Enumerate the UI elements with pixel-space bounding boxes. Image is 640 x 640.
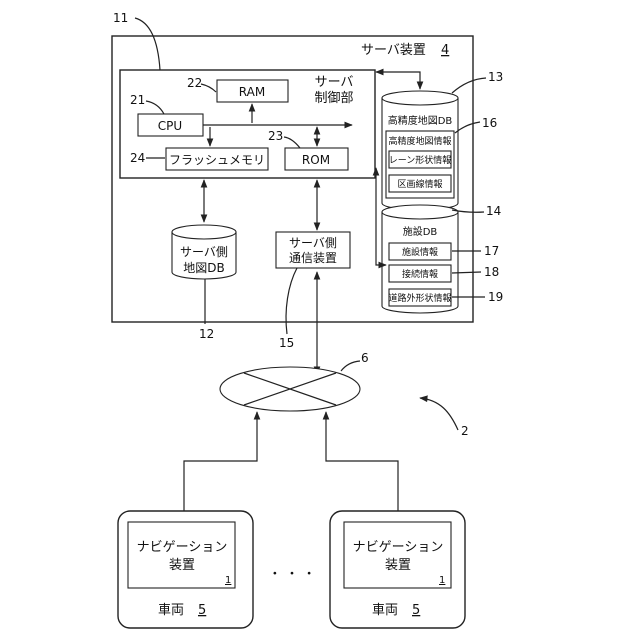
control-label-1: サーバ [315, 75, 354, 90]
server-device-number: 4 [441, 43, 449, 58]
ref-12: 12 [199, 327, 214, 341]
facility-db-label: 施設DB [403, 225, 438, 238]
network-to-vehicle2-arrow [326, 412, 398, 520]
ram-label: RAM [239, 85, 265, 99]
ref-21: 21 [130, 93, 145, 107]
ref-19: 19 [488, 290, 503, 304]
server-device-label: サーバ装置 [361, 43, 426, 58]
ref-24: 24 [130, 151, 145, 165]
connection-info-label: 接続情報 [402, 268, 438, 280]
lane-shape-info-label: レーン形状情報 [389, 154, 452, 166]
ref-17: 17 [484, 244, 499, 258]
facility-info-label: 施設情報 [402, 246, 438, 258]
cpu-label: CPU [158, 119, 182, 133]
map-db-label-1: サーバ側 [180, 245, 228, 259]
ref-16: 16 [482, 116, 497, 130]
nav-device-1-label-1: ナビゲーション [137, 540, 228, 555]
vehicle-1-label: 車両 [158, 603, 184, 618]
hd-map-db-label: 高精度地図DB [388, 114, 453, 127]
vehicle-2-number: 5 [412, 603, 420, 618]
nav-device-2 [344, 522, 451, 588]
nav-device-2-label-1: ナビゲーション [353, 540, 444, 555]
nav-device-1-number: 1 [225, 575, 231, 586]
nav-device-1 [128, 522, 235, 588]
ellipsis: ・ ・ ・ [268, 567, 315, 582]
ref-14: 14 [486, 204, 501, 218]
ref-18: 18 [484, 265, 499, 279]
road-shape-info-label: 道路外形状情報 [388, 292, 451, 304]
map-db-label-2: 地図DB [183, 261, 224, 275]
flash-memory-label: フラッシュメモリ [169, 153, 265, 167]
ref-22: 22 [187, 76, 202, 90]
nav-device-2-number: 1 [439, 575, 445, 586]
vehicle-2-label: 車両 [372, 603, 398, 618]
leader-6 [341, 361, 360, 371]
ref-11: 11 [113, 11, 128, 25]
rom-label: ROM [302, 153, 330, 167]
comm-label-2: 通信装置 [289, 251, 337, 265]
control-label-2: 制御部 [314, 91, 353, 106]
nav-device-1-label-2: 装置 [169, 558, 195, 573]
ref-13: 13 [488, 70, 503, 84]
comm-label-1: サーバ側 [289, 236, 337, 250]
hd-map-info-label: 高精度地図情報 [388, 135, 451, 147]
ref-2: 2 [461, 424, 469, 438]
ref-23: 23 [268, 129, 283, 143]
section-line-info-label: 区画線情報 [397, 178, 442, 190]
leader-2 [420, 398, 458, 430]
vehicle-1-number: 5 [198, 603, 206, 618]
ref-15: 15 [279, 336, 294, 350]
ref-6: 6 [361, 351, 369, 365]
network-to-vehicle1-arrow [184, 412, 257, 520]
network-ellipse [220, 367, 360, 411]
nav-device-2-label-2: 装置 [385, 558, 411, 573]
